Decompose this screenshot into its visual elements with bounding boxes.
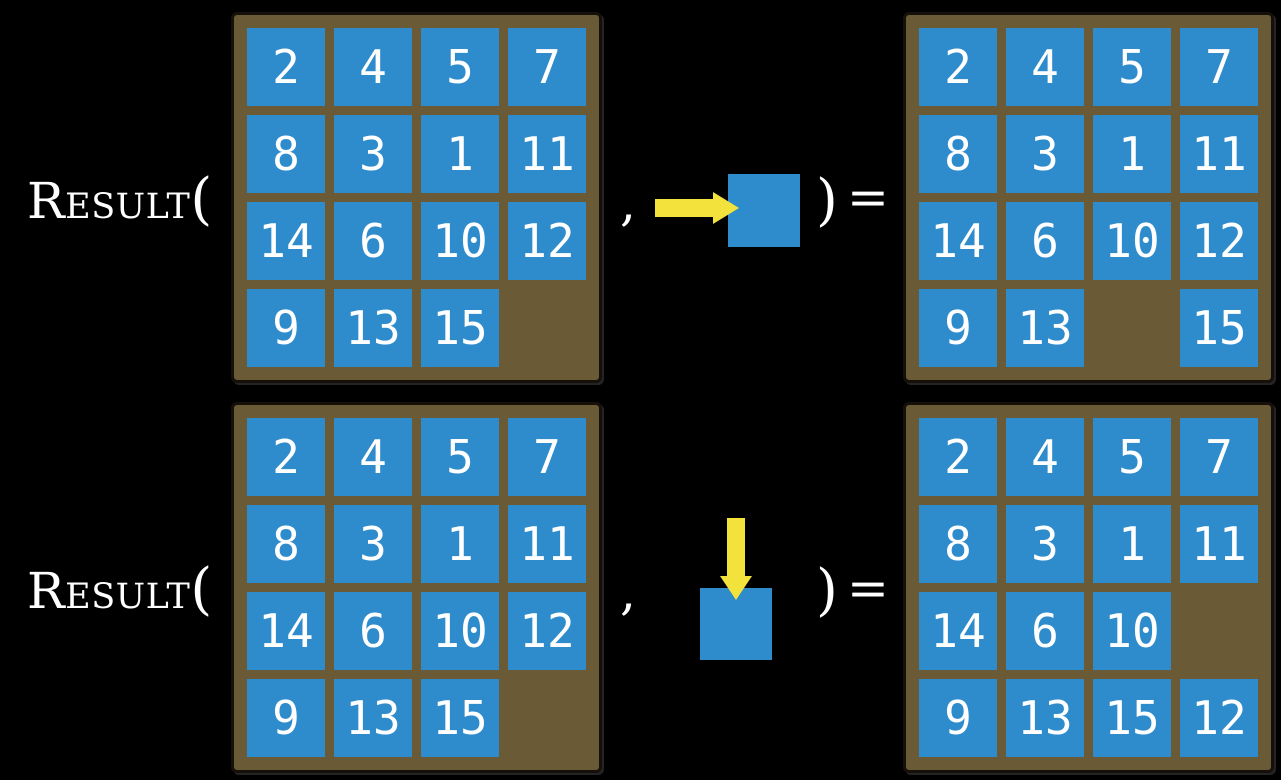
tile-6: 6	[334, 592, 412, 670]
open-paren: (	[190, 167, 213, 232]
tile-9: 9	[919, 679, 997, 757]
tile-12: 12	[1180, 679, 1258, 757]
tile-11: 11	[508, 505, 586, 583]
action-move-right	[655, 174, 805, 254]
tile-10: 10	[1093, 202, 1171, 280]
tile-11: 11	[1180, 115, 1258, 193]
comma-separator: ,	[620, 563, 636, 621]
function-label: Result	[27, 562, 191, 620]
tile-4: 4	[334, 418, 412, 496]
tile-1: 1	[1093, 505, 1171, 583]
arrow-down-icon	[700, 515, 780, 665]
tile-14: 14	[247, 592, 325, 670]
tile-1: 1	[1093, 115, 1171, 193]
close-paren: )	[816, 558, 838, 623]
action-move-down	[700, 515, 780, 665]
tile-2: 2	[919, 28, 997, 106]
tile-15: 15	[1093, 679, 1171, 757]
equals-sign: =	[847, 559, 889, 617]
tile-14: 14	[247, 202, 325, 280]
tile-5: 5	[421, 28, 499, 106]
tile-3: 3	[334, 115, 412, 193]
empty-cell	[1180, 592, 1258, 670]
tile-12: 12	[508, 202, 586, 280]
tile-3: 3	[1006, 505, 1084, 583]
function-name: Result(	[27, 172, 212, 228]
tile-1: 1	[421, 115, 499, 193]
tile-7: 7	[1180, 28, 1258, 106]
tile-2: 2	[247, 28, 325, 106]
tile-9: 9	[919, 289, 997, 367]
tile-6: 6	[1006, 592, 1084, 670]
tile-15: 15	[1180, 289, 1258, 367]
close-paren: )	[816, 168, 838, 233]
function-name: Result(	[27, 562, 212, 618]
tile-5: 5	[1093, 418, 1171, 496]
tile-10: 10	[421, 592, 499, 670]
empty-cell	[508, 679, 586, 757]
tile-3: 3	[1006, 115, 1084, 193]
tile-1: 1	[421, 505, 499, 583]
empty-cell	[1093, 289, 1171, 367]
comma-separator: ,	[620, 174, 636, 232]
tile-10: 10	[1093, 592, 1171, 670]
tile-11: 11	[508, 115, 586, 193]
tile-10: 10	[421, 202, 499, 280]
tile-4: 4	[1006, 418, 1084, 496]
tile-2: 2	[919, 418, 997, 496]
arrow-right-icon	[655, 174, 805, 254]
tile-3: 3	[334, 505, 412, 583]
tile-8: 8	[919, 115, 997, 193]
tile-7: 7	[508, 418, 586, 496]
empty-cell	[508, 289, 586, 367]
blank-tile-square	[728, 174, 800, 247]
tile-5: 5	[1093, 28, 1171, 106]
tile-8: 8	[247, 505, 325, 583]
tile-7: 7	[508, 28, 586, 106]
arrow-head	[720, 576, 752, 600]
tile-14: 14	[919, 592, 997, 670]
tile-8: 8	[919, 505, 997, 583]
tile-12: 12	[508, 592, 586, 670]
tile-15: 15	[421, 679, 499, 757]
tile-12: 12	[1180, 202, 1258, 280]
arrow-shaft	[655, 199, 713, 217]
tile-4: 4	[334, 28, 412, 106]
tile-7: 7	[1180, 418, 1258, 496]
tile-13: 13	[334, 289, 412, 367]
tile-6: 6	[1006, 202, 1084, 280]
arrow-head	[713, 192, 739, 224]
function-label: Result	[27, 172, 191, 230]
equals-sign: =	[847, 168, 889, 226]
tile-13: 13	[1006, 289, 1084, 367]
blank-tile-square	[700, 588, 772, 660]
tile-13: 13	[1006, 679, 1084, 757]
tile-15: 15	[421, 289, 499, 367]
open-paren: (	[190, 557, 213, 622]
tile-8: 8	[247, 115, 325, 193]
tile-5: 5	[421, 418, 499, 496]
tile-9: 9	[247, 289, 325, 367]
tile-13: 13	[334, 679, 412, 757]
arrow-shaft	[727, 518, 745, 576]
tile-4: 4	[1006, 28, 1084, 106]
tile-11: 11	[1180, 505, 1258, 583]
tile-14: 14	[919, 202, 997, 280]
tile-9: 9	[247, 679, 325, 757]
tile-6: 6	[334, 202, 412, 280]
tile-2: 2	[247, 418, 325, 496]
